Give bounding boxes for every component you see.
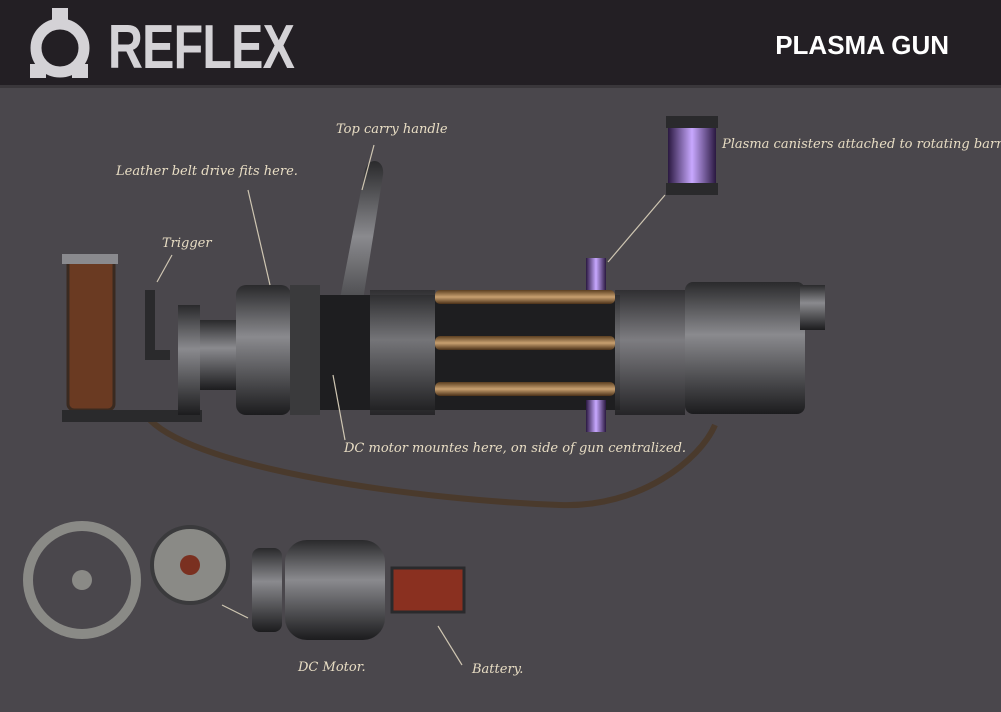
leader-lines bbox=[156, 144, 666, 666]
grip bbox=[66, 256, 116, 412]
label-trigger: Trigger bbox=[162, 236, 212, 251]
battery bbox=[390, 566, 466, 614]
reflex-logo-icon bbox=[30, 8, 90, 78]
page-title: PLASMA GUN bbox=[775, 30, 949, 60]
large-pulley bbox=[23, 521, 141, 639]
plasma-gun-illustration bbox=[23, 116, 825, 666]
label-motor-mount: DC motor mountes here, on side of gun ce… bbox=[344, 441, 687, 456]
dc-motor bbox=[285, 540, 385, 640]
trigger bbox=[145, 290, 170, 360]
label-battery: Battery. bbox=[472, 662, 524, 677]
belt-drive-wheel bbox=[236, 285, 291, 415]
header: REFLEX PLASMA GUN bbox=[0, 0, 1001, 88]
label-belt-drive: Leather belt drive fits here. bbox=[116, 164, 298, 179]
label-dc-motor: DC Motor. bbox=[298, 660, 366, 675]
strap bbox=[147, 417, 718, 509]
plasma-canister-detail bbox=[668, 118, 716, 194]
label-top-handle: Top carry handle bbox=[336, 122, 448, 137]
brand-name: REFLEX bbox=[108, 13, 295, 82]
plasma-canister bbox=[586, 400, 606, 432]
plasma-canister bbox=[586, 258, 606, 290]
label-canisters: Plasma canisters attached to rotating ba… bbox=[722, 137, 1001, 152]
muzzle bbox=[685, 282, 805, 414]
